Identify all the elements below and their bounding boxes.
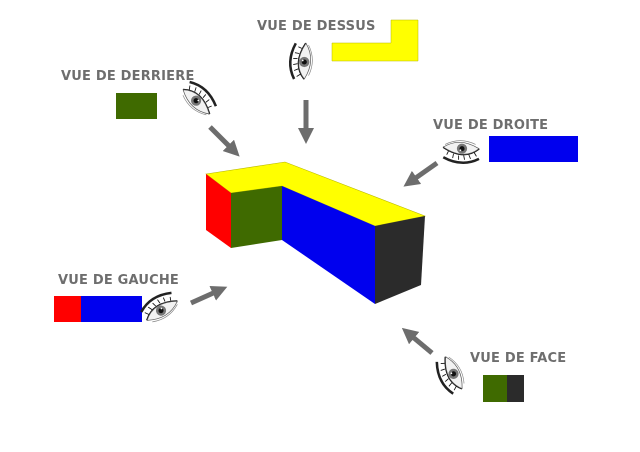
swatch-right-view <box>489 136 578 162</box>
eye-icon-back <box>176 77 221 121</box>
label-front-view: VUE DE FACE <box>470 351 567 366</box>
arrow-front-view <box>401 327 434 355</box>
swatch-left-view <box>54 296 142 322</box>
eye-icon-right <box>442 139 481 165</box>
block-right-face <box>282 186 375 304</box>
swatch-front-view-green <box>483 375 507 402</box>
label-back-view: VUE DE DERRIERE <box>61 69 195 84</box>
block-back-face <box>231 186 282 248</box>
eye-icon-front <box>430 352 471 397</box>
swatch-left-view-red <box>54 296 81 322</box>
swatch-left-view-blue <box>81 296 142 322</box>
block-left-face <box>206 174 231 248</box>
swatch-front-view <box>483 375 524 402</box>
arrow-left-view <box>189 285 228 306</box>
block-front-face <box>375 216 425 304</box>
swatch-back-view <box>116 93 157 119</box>
arrow-back-view <box>208 125 240 157</box>
l-shaped-block <box>205 161 427 304</box>
label-left-view: VUE DE GAUCHE <box>58 273 180 288</box>
swatch-front-view-dark <box>507 375 524 402</box>
eye-icon-left <box>137 287 183 329</box>
label-top-view: VUE DE DESSUS <box>257 19 376 34</box>
eye-icon-top <box>288 42 314 81</box>
arrow-right-view <box>403 160 439 187</box>
swatch-top-view <box>331 19 419 62</box>
label-right-view: VUE DE DROITE <box>433 118 549 133</box>
